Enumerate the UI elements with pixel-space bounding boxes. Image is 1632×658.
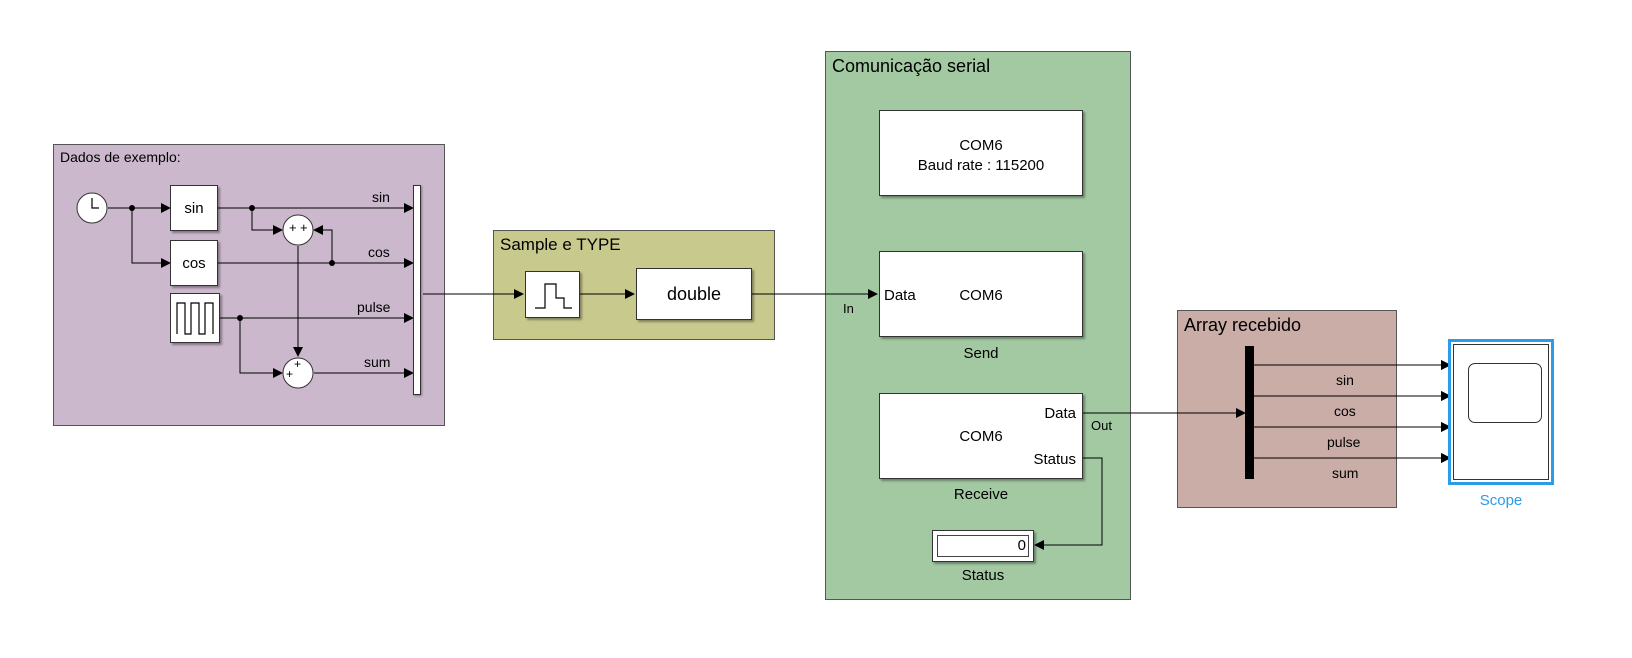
sum1-sign-right: + <box>300 220 308 235</box>
area-title-array: Array recebido <box>1184 315 1302 335</box>
sum1-sign-left: + <box>289 220 297 235</box>
scope-caption: Scope <box>1479 492 1523 509</box>
array-signal-sin: sin <box>1336 372 1354 388</box>
sum2-sign-top: + <box>294 357 302 371</box>
pulse-generator-icon <box>176 302 214 335</box>
pulse-generator-block[interactable] <box>170 293 220 343</box>
sum2-sign-left: + <box>286 367 294 381</box>
serial-send-block[interactable]: Data COM6 <box>879 251 1083 337</box>
display-value: 0 <box>1017 537 1026 554</box>
area-received-array[interactable]: Array recebido <box>1177 310 1397 508</box>
send-in-label: In <box>843 301 854 316</box>
signal-label-sum: sum <box>364 354 391 370</box>
receive-port-data: Data <box>1044 405 1076 422</box>
display-screen: 0 <box>937 535 1029 557</box>
signal-label-pulse: pulse <box>357 299 391 315</box>
serial-config-port: COM6 <box>959 137 1003 154</box>
send-block-port: COM6 <box>959 287 1003 304</box>
cos-block-label: cos <box>182 255 206 272</box>
area-title-example: Dados de exemplo: <box>60 149 181 165</box>
scope-block[interactable] <box>1448 339 1554 485</box>
cos-block[interactable]: cos <box>170 240 218 286</box>
signal-label-sin: sin <box>372 189 390 205</box>
zero-order-hold-block[interactable] <box>525 271 580 318</box>
data-type-conversion-block[interactable]: double <box>636 268 752 320</box>
clock-icon <box>76 192 108 224</box>
sin-block-label: sin <box>184 200 204 217</box>
array-signal-pulse: pulse <box>1327 434 1361 450</box>
convert-block-label: double <box>666 284 722 304</box>
signal-label-cos: cos <box>368 244 390 260</box>
receive-out-label: Out <box>1091 418 1112 433</box>
sin-block[interactable]: sin <box>170 185 218 231</box>
clock-block[interactable] <box>76 192 108 224</box>
display-caption: Status <box>961 567 1005 584</box>
sum-circle-icon <box>282 357 314 389</box>
scope-screen-icon <box>1468 363 1542 423</box>
serial-receive-block[interactable]: Data COM6 Status <box>879 393 1083 479</box>
zero-order-hold-icon <box>535 283 572 309</box>
send-port-data: Data <box>884 287 916 304</box>
receive-port-status: Status <box>1033 451 1076 468</box>
mux-block[interactable] <box>413 185 421 395</box>
serial-config-block[interactable]: COM6 Baud rate : 115200 <box>879 110 1083 196</box>
sum-block-1[interactable]: + + <box>282 214 314 246</box>
array-signal-cos: cos <box>1334 403 1356 419</box>
sum-block-2[interactable]: + + <box>282 357 314 389</box>
receive-block-caption: Receive <box>953 486 1009 503</box>
status-display-block[interactable]: 0 <box>932 530 1034 562</box>
demux-block[interactable] <box>1245 346 1254 479</box>
sum-circle-icon <box>282 214 314 246</box>
area-title-serial: Comunicação serial <box>832 56 991 76</box>
scope-frame <box>1453 344 1549 480</box>
area-title-sample: Sample e TYPE <box>500 235 621 254</box>
array-signal-sum: sum <box>1332 465 1359 481</box>
receive-block-port: COM6 <box>959 428 1003 445</box>
send-block-caption: Send <box>963 345 999 362</box>
serial-config-baud: Baud rate : 115200 <box>917 157 1045 174</box>
area-example-data[interactable]: Dados de exemplo: <box>53 144 445 426</box>
